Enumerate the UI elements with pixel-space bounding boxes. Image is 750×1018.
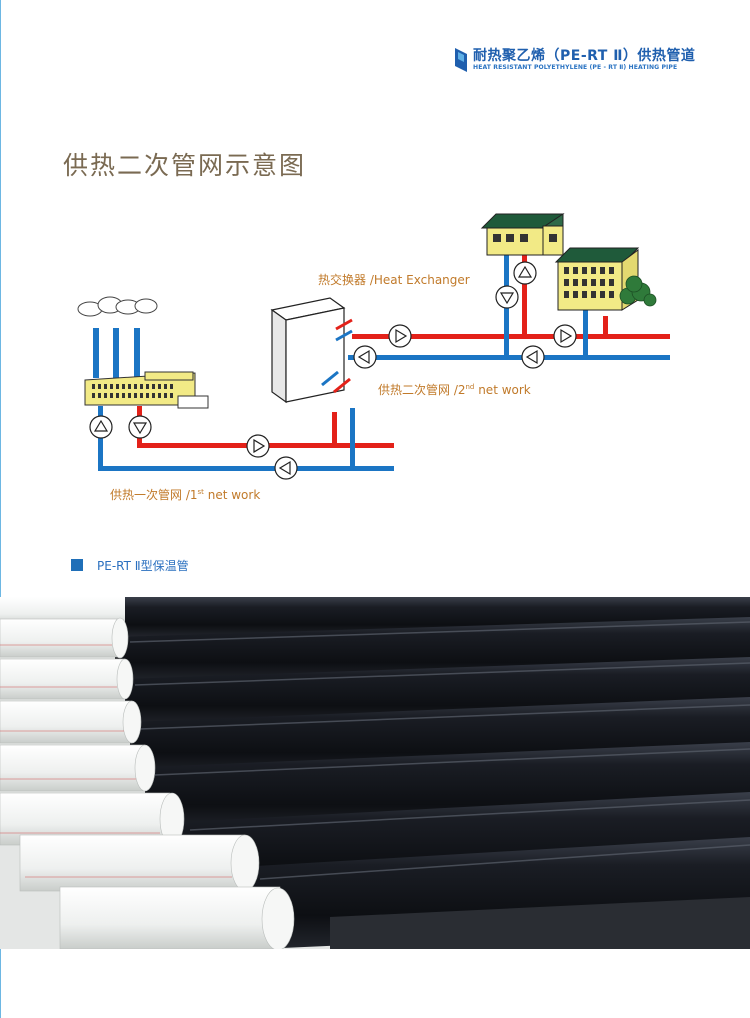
section-square-icon [71, 559, 83, 571]
brand-subtitle: HEAT RESISTANT POLYETHYLENE (PE - RT Ⅱ) … [473, 64, 678, 71]
tree-icon [619, 275, 657, 307]
brand-title: 耐热聚乙烯（PE-RT Ⅱ）供热管道 [473, 48, 696, 64]
brand-logo-icon [455, 48, 467, 72]
section-label: PE-RT Ⅱ型保温管 [97, 559, 189, 573]
pump-icon [495, 285, 519, 309]
pump-icon [246, 434, 270, 458]
pump-icon [513, 261, 537, 285]
page-title: 供热二次管网示意图 [63, 151, 307, 180]
factory-chimneys [93, 328, 140, 378]
pump-icon [553, 324, 577, 348]
heating-network-diagram: 热交换器 /Heat Exchanger 供热二次管网 /2nd net wor… [77, 213, 670, 502]
factory-icon [84, 371, 209, 409]
pump-icon [89, 415, 113, 439]
brand-header: 耐热聚乙烯（PE-RT Ⅱ）供热管道 HEAT RESISTANT POLYET… [455, 44, 725, 78]
smoke-cloud-icon [77, 296, 158, 317]
house-icon [480, 213, 565, 256]
pump-icon [274, 456, 298, 480]
pump-icon [128, 415, 152, 439]
heat-exchanger-icon [270, 297, 353, 404]
page-left-rule [0, 0, 1, 1018]
pump-icon [521, 345, 545, 369]
primary-network-label: 供热一次管网 /1st net work [110, 487, 260, 502]
heat-exchanger-label: 热交换器 /Heat Exchanger [318, 272, 470, 287]
insulated-pipe-stack-photo [0, 597, 750, 949]
pump-icon [353, 345, 377, 369]
secondary-network-label: 供热二次管网 /2nd net work [378, 382, 531, 397]
pump-icon [388, 324, 412, 348]
